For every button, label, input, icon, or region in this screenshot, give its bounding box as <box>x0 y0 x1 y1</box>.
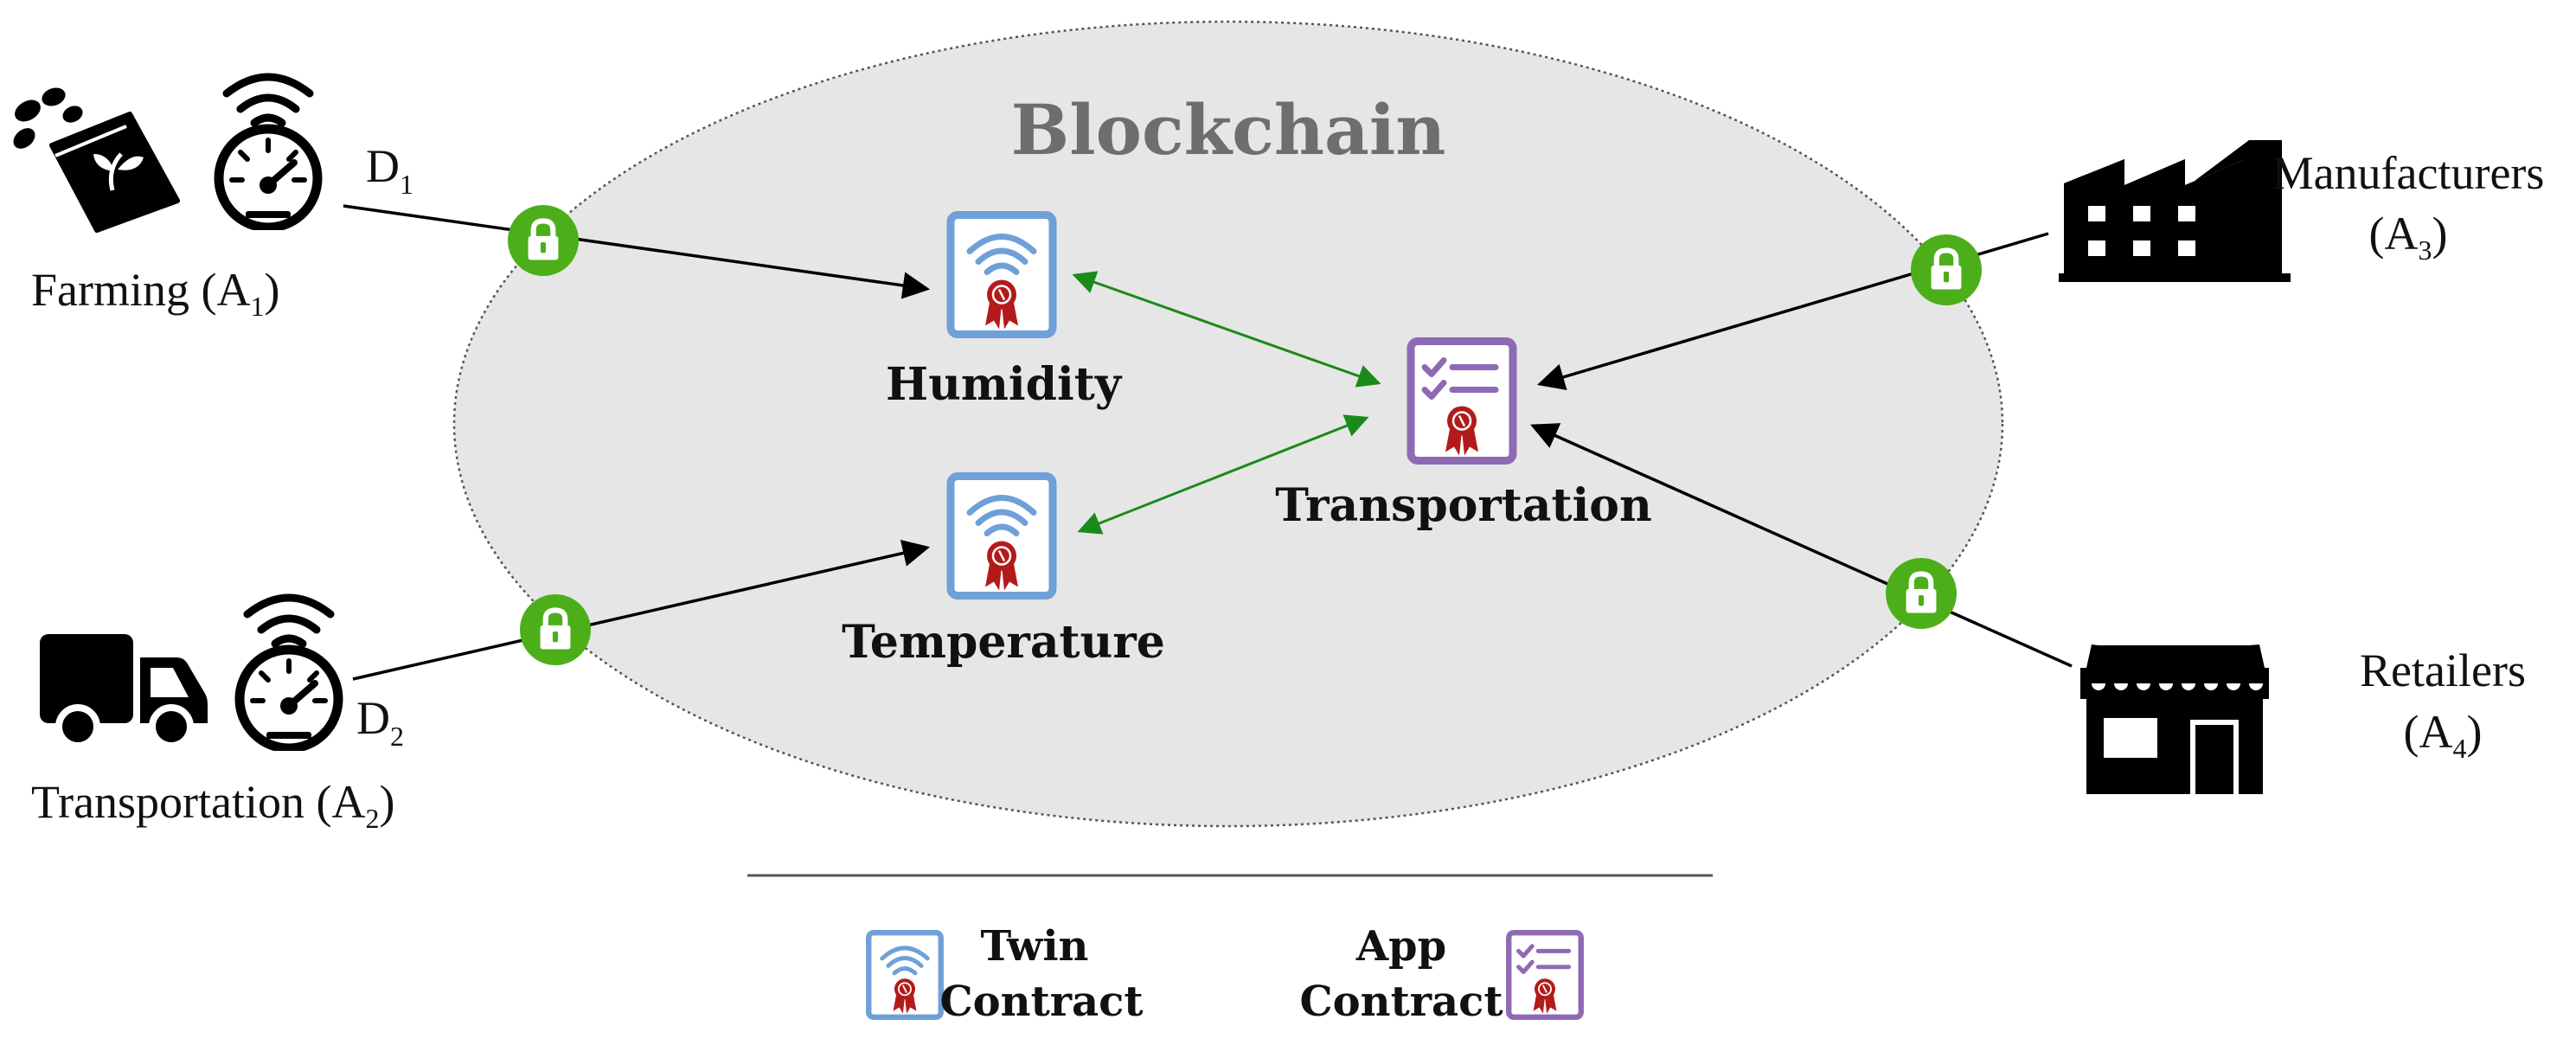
truck-icon <box>40 634 208 749</box>
twin-contract-legend-icon <box>868 933 941 1017</box>
legend-app-line1: App <box>1355 922 1446 971</box>
retailers-to-transportation-arrow <box>1530 423 2073 668</box>
temperature-transportation-link <box>1077 414 1369 535</box>
factory-icon <box>2059 140 2291 282</box>
lock-icon <box>508 205 579 276</box>
temperature-label: Temperature <box>842 616 1165 669</box>
transportation-app-contract-icon <box>1411 342 1513 461</box>
storefront-icon <box>2080 644 2269 794</box>
humidity-twin-contract-icon <box>951 215 1053 335</box>
lock-icon <box>1911 234 1982 305</box>
retailers-id-label: (A4) <box>2404 706 2483 764</box>
retailers-actor: Retailers (A4) <box>2080 644 2526 794</box>
farming-label: Farming (A1) <box>31 264 279 322</box>
lock-icon <box>520 594 591 665</box>
app-contract-legend-icon <box>1509 933 1581 1017</box>
manufacturers-actor: Manufacturers (A3) <box>2059 140 2544 282</box>
temperature-twin-contract-icon <box>951 477 1053 596</box>
retailers-label: Retailers <box>2360 644 2526 696</box>
humidity-transportation-link <box>1072 271 1381 388</box>
d2-to-temperature-arrow <box>352 539 931 681</box>
legend-twin-line1: Twin <box>981 922 1089 971</box>
device-d2-label: D2 <box>356 692 404 752</box>
manufacturers-id-label: (A3) <box>2369 208 2448 266</box>
legend-app-line2: Contract <box>1299 978 1503 1026</box>
seed-bag-icon <box>13 87 180 233</box>
humidity-label: Humidity <box>886 358 1123 411</box>
gauge-sensor-icon <box>219 77 317 228</box>
farming-actor: Farming (A1) D1 <box>13 77 413 322</box>
legend-twin-line2: Contract <box>939 978 1143 1026</box>
transportation-actor: Transportation (A2) D2 <box>31 598 404 834</box>
transportation-contract-label: Transportation <box>1275 479 1652 532</box>
manufacturers-label: Manufacturers <box>2272 147 2545 199</box>
transportation-actor-label: Transportation (A2) <box>31 776 394 834</box>
lock-icon <box>1886 558 1957 629</box>
device-d1-label: D1 <box>366 140 413 200</box>
legend: Twin Contract App Contract <box>868 922 1581 1026</box>
gauge-sensor-icon <box>240 598 338 748</box>
d1-to-humidity-arrow <box>343 204 931 299</box>
blockchain-title: Blockchain <box>1011 89 1446 170</box>
